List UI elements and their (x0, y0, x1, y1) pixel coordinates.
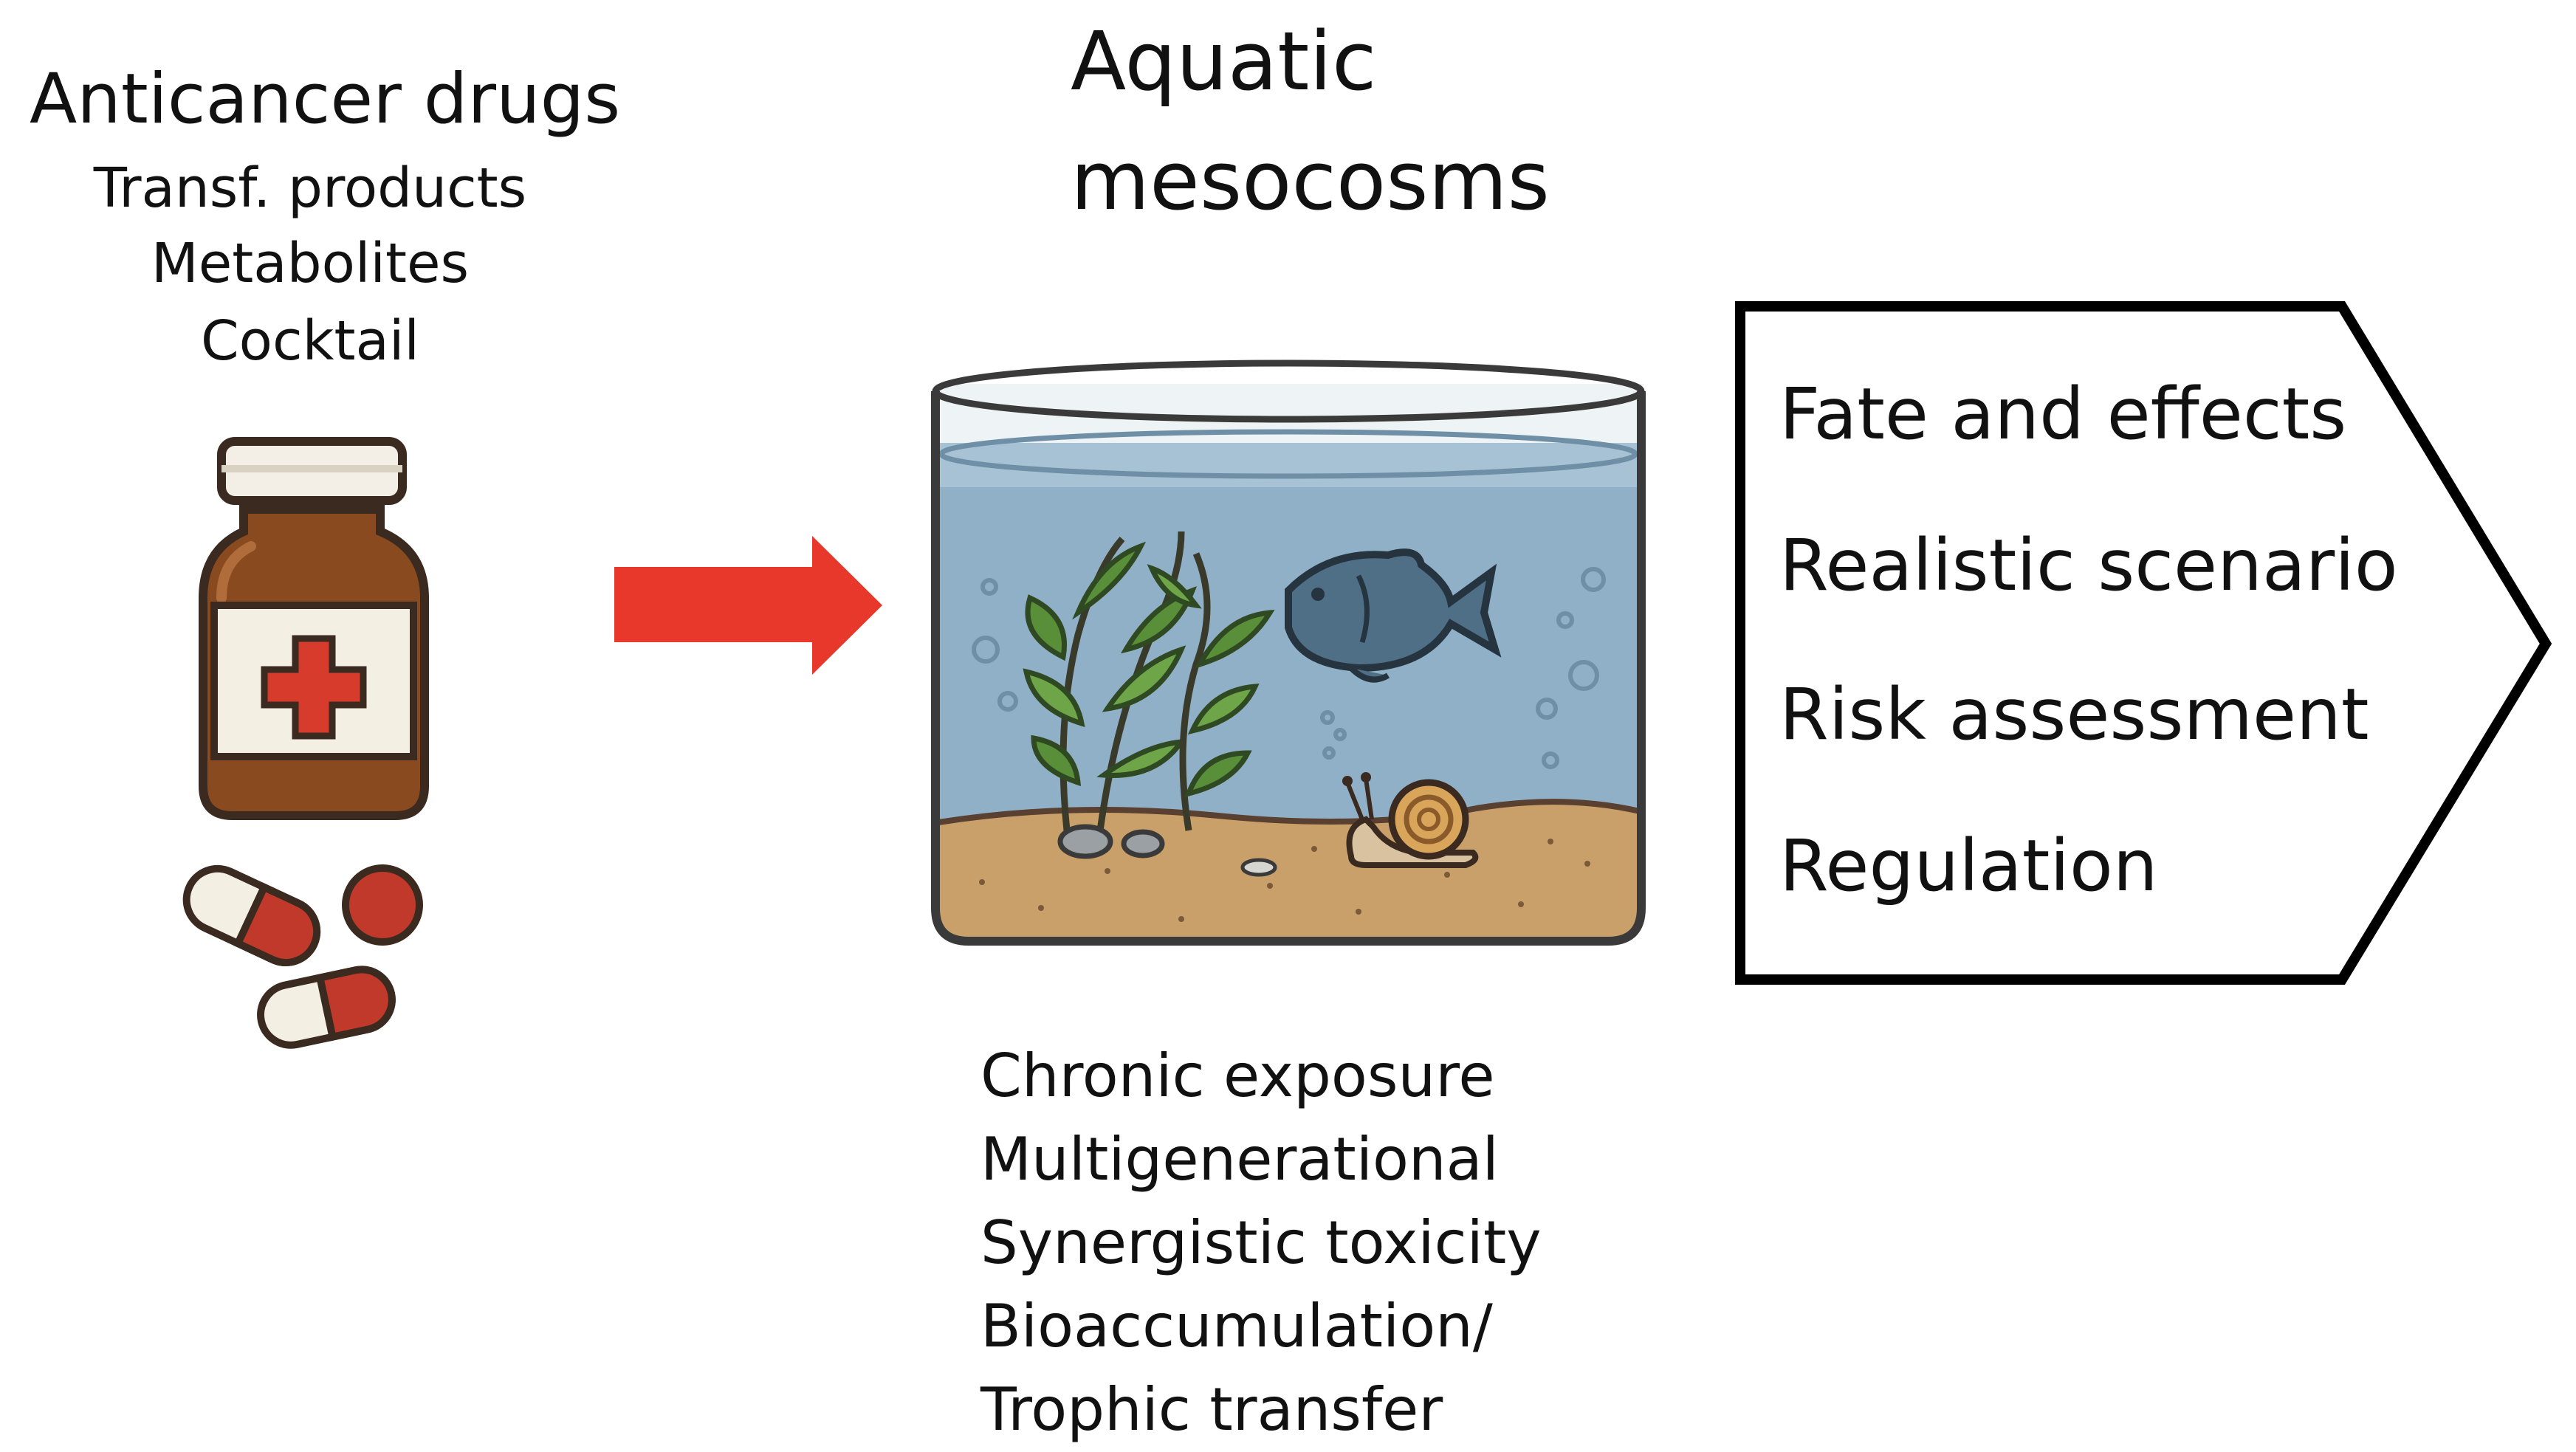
drug-item-metabolites: Metabolites (151, 232, 470, 295)
mesocosm-title-line2: mesocosms (1071, 134, 1550, 228)
drug-item-cocktail: Cocktail (201, 309, 419, 373)
fish-icon (1285, 548, 1502, 683)
drugs-title: Anticancer drugs (30, 59, 621, 140)
flow-arrow (614, 536, 882, 675)
outcome-box (1735, 301, 2552, 985)
bubbles (972, 567, 1606, 769)
effect-item-synergistic-toxicity: Synergistic toxicity (980, 1208, 1542, 1277)
snail-icon (1240, 772, 1479, 877)
outcome-item-risk-assessment: Risk assessment (1779, 673, 2369, 756)
effect-item-multigenerational: Multigenerational (980, 1125, 1499, 1194)
capsule-icon-2 (257, 966, 396, 1049)
mesocosm-title-line1: Aquatic (1071, 14, 1377, 109)
outcome-item-regulation: Regulation (1779, 825, 2158, 907)
drug-item-transformation-products: Transf. products (93, 156, 527, 220)
tablet-icon (342, 864, 423, 946)
outcome-item-realistic-scenario: Realistic scenario (1779, 524, 2398, 607)
aquarium-tank (931, 359, 1646, 946)
outcome-item-fate-effects: Fate and effects (1779, 373, 2347, 455)
aquatic-plant-icon (1023, 531, 1275, 859)
medicine-bottle-icon (199, 437, 429, 820)
effect-item-trophic-transfer: Trophic transfer (980, 1375, 1443, 1444)
capsule-icon (182, 864, 321, 966)
effect-item-bioaccumulation: Bioaccumulation/ (980, 1292, 1493, 1360)
effect-item-chronic-exposure: Chronic exposure (980, 1042, 1495, 1110)
